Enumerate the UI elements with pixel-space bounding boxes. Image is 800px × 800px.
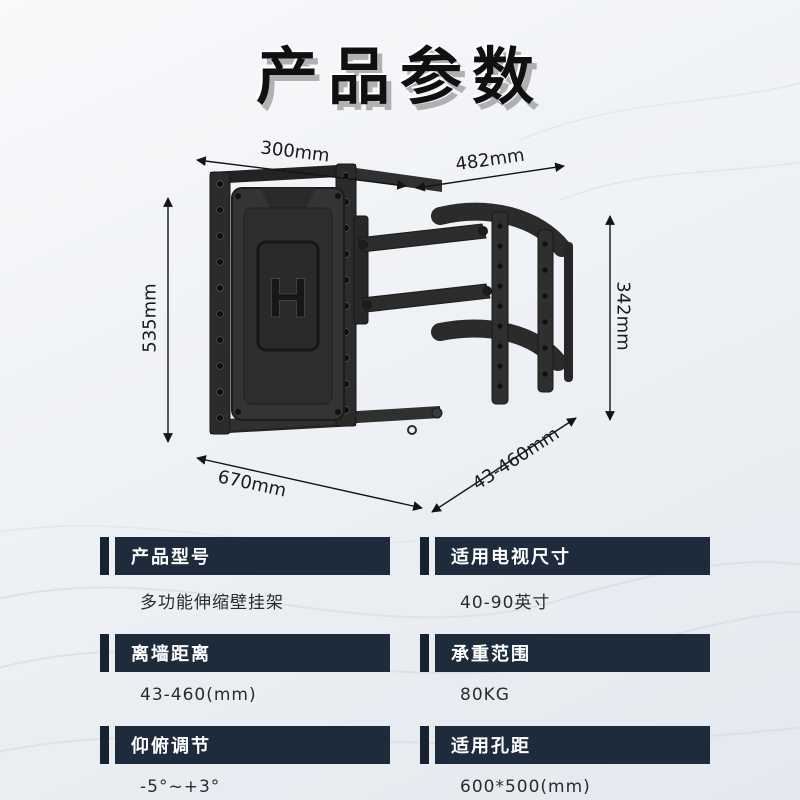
spec-value: 多功能伸缩壁挂架	[140, 593, 284, 613]
header-accent-bar	[420, 537, 429, 575]
h-logo: H	[268, 266, 308, 329]
spec-value: 600*500(mm)	[460, 777, 591, 797]
spec-table: 产品型号 多功能伸缩壁挂架 离墙距离 43-460(mm)	[100, 537, 710, 800]
spec-col-right: 适用电视尺寸 40-90英寸 承重范围 80KG 适用孔距	[420, 537, 710, 800]
spec-col-left: 产品型号 多功能伸缩壁挂架 离墙距离 43-460(mm)	[100, 537, 390, 800]
dimension-label-bracket-height: 342mm	[612, 281, 634, 351]
spec-label-bar: 适用孔距	[435, 726, 710, 764]
spec-value: 80KG	[460, 685, 510, 705]
spec-value: 40-90英寸	[460, 593, 551, 613]
spec-label: 适用孔距	[451, 736, 531, 757]
articulating-arms	[353, 215, 492, 325]
spec-row-model: 产品型号 多功能伸缩壁挂架	[100, 537, 390, 626]
dimension-label-plate-height: 535mm	[139, 283, 161, 353]
spec-label-bar: 承重范围	[435, 634, 710, 672]
header-accent-bar	[100, 537, 109, 575]
spec-label: 承重范围	[451, 644, 531, 665]
spec-label: 产品型号	[131, 547, 211, 568]
header-accent-bar	[100, 634, 109, 672]
spec-row-load: 承重范围 80KG	[420, 634, 710, 718]
spec-row-wall-distance: 离墙距离 43-460(mm)	[100, 634, 390, 718]
spec-label-bar: 仰俯调节	[115, 726, 390, 764]
header-accent-bar	[420, 726, 429, 764]
spec-row-tilt: 仰俯调节 -5°~+3°	[100, 726, 390, 800]
spec-row-tv-size: 适用电视尺寸 40-90英寸	[420, 537, 710, 626]
tv-bracket	[431, 202, 573, 405]
tv-mount-illustration: H	[163, 156, 615, 513]
spec-value: 43-460(mm)	[140, 685, 257, 705]
spec-label-bar: 离墙距离	[115, 634, 390, 672]
dimension-arrows	[163, 156, 615, 513]
spec-label: 离墙距离	[131, 644, 211, 665]
spec-label-bar: 产品型号	[115, 537, 390, 575]
page-title: 产品参数	[255, 40, 544, 113]
header-accent-bar	[100, 726, 109, 764]
spec-label-bar: 适用电视尺寸	[435, 537, 710, 575]
spec-label: 适用电视尺寸	[451, 547, 571, 568]
header-accent-bar	[420, 634, 429, 672]
spec-label: 仰俯调节	[131, 736, 211, 757]
spec-value: -5°~+3°	[140, 777, 221, 797]
spec-row-hole-pattern: 适用孔距 600*500(mm)	[420, 726, 710, 800]
